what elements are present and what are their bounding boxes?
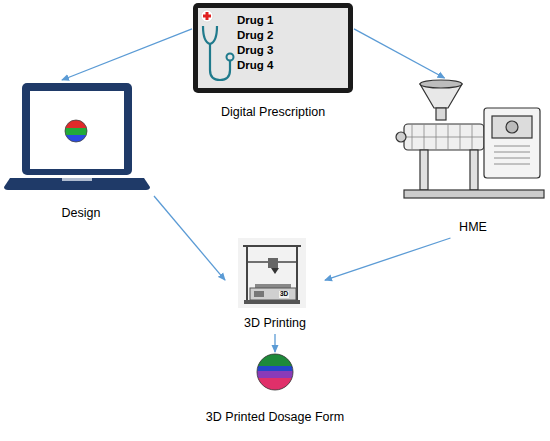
node-caption: 3D Printed Dosage Form — [175, 410, 375, 424]
node-caption: Design — [8, 206, 154, 220]
node-caption: Digital Prescription — [192, 105, 354, 119]
flow-arrow — [62, 29, 192, 80]
design-node: Design — [8, 80, 154, 225]
drug-item: Drug 1 — [237, 14, 273, 27]
drug-item: Drug 3 — [237, 44, 273, 57]
hme-node: HME — [398, 78, 548, 238]
node-caption: HME — [398, 220, 548, 234]
dosage-illustration — [255, 352, 295, 392]
printer-illustration — [238, 238, 306, 308]
extruder-illustration — [396, 80, 544, 198]
dosage-outline — [257, 354, 293, 390]
flow-arrow — [274, 334, 275, 352]
printing-node: 3D Printing — [225, 236, 325, 334]
prescription-tablet: Drug 1 Drug 2 Drug 3 Drug 4 Digital Prescrip… — [192, 2, 354, 124]
flow-arrow — [154, 196, 225, 280]
node-caption: 3D Printing — [225, 316, 325, 330]
printer-badge: 3D — [279, 291, 289, 298]
tablet-illustration — [193, 3, 353, 93]
drug-item: Drug 4 — [237, 59, 273, 72]
flow-arrow — [325, 238, 451, 280]
laptop-illustration — [4, 83, 150, 190]
drug-item: Drug 2 — [237, 29, 273, 42]
flow-arrow — [354, 29, 445, 78]
dosage-node: 3D Printed Dosage Form — [175, 352, 375, 430]
